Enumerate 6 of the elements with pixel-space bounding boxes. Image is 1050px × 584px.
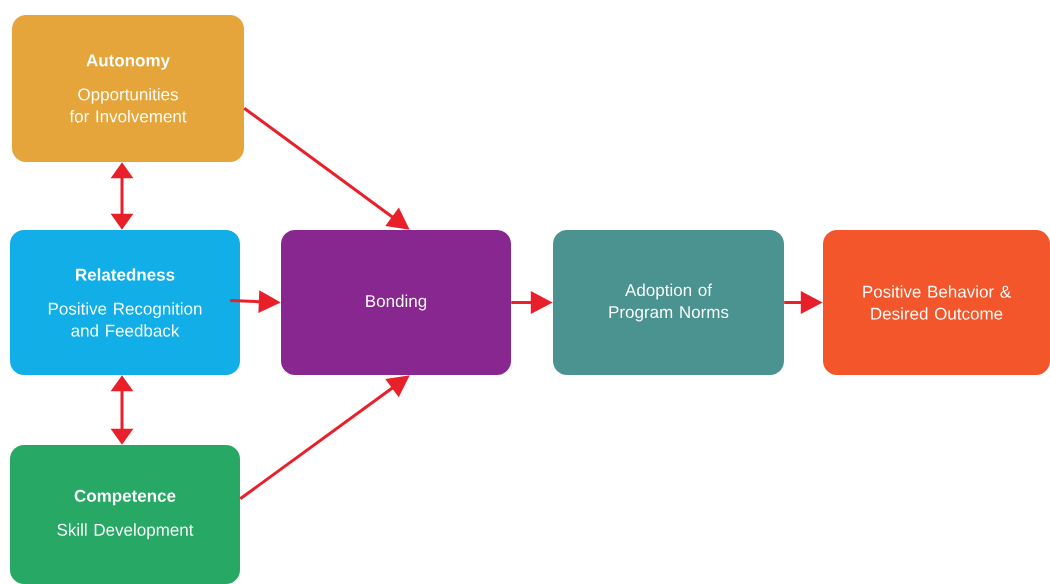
process-box: Relatedness Positive Recognition and Feedback [10, 230, 240, 375]
process-box: Adoption of Program Norms [553, 230, 784, 375]
process-box: Bonding [281, 230, 511, 375]
process-box: Competence Skill Development [10, 445, 240, 584]
process-box: Positive Behavior & Desired Outcome [823, 230, 1050, 375]
process-box: Autonomy Opportunities for Involvement [12, 15, 244, 162]
